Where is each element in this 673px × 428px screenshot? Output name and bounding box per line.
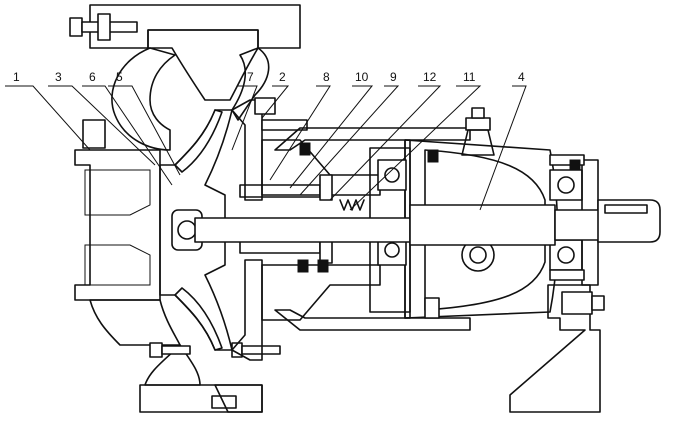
callout-6: 6 (89, 70, 96, 84)
callout-5: 5 (116, 70, 123, 84)
callout-3: 3 (55, 70, 62, 84)
leader-lines (5, 85, 527, 211)
pump-casing (74, 4, 301, 413)
bracket-bolts (297, 142, 581, 273)
callout-4: 4 (518, 70, 525, 84)
support-foot (509, 284, 605, 413)
bearings (377, 154, 599, 286)
callout-11: 11 (463, 70, 476, 84)
callout-2: 2 (279, 70, 286, 84)
callout-8: 8 (323, 70, 330, 84)
shaft (194, 199, 661, 246)
top-flange-bolts (69, 13, 138, 41)
callout-7: 7 (247, 70, 254, 84)
callout-labels: 1 3 6 5 7 2 8 10 9 12 11 4 (13, 70, 525, 84)
callout-12: 12 (423, 70, 437, 84)
callout-10: 10 (355, 70, 369, 84)
callout-1: 1 (13, 70, 20, 84)
pump-cover (231, 97, 308, 361)
callout-9: 9 (390, 70, 397, 84)
